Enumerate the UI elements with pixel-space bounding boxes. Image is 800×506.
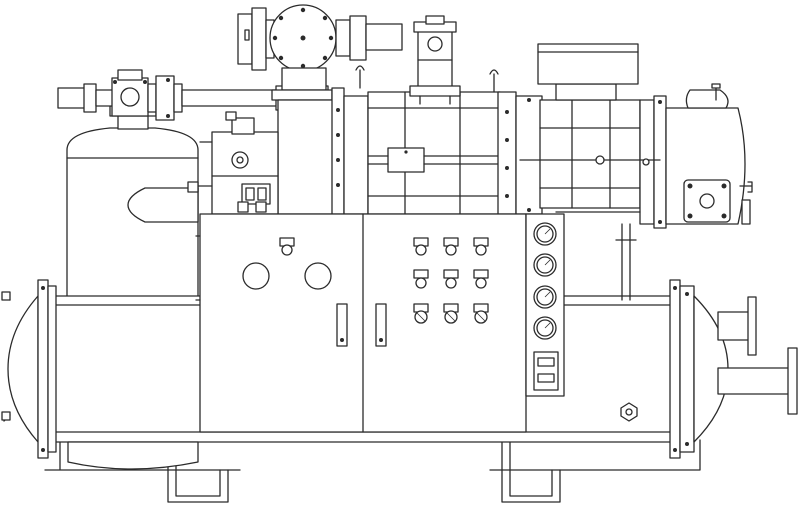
left-door-handle[interactable] [336,303,348,347]
selector-switch-row [413,303,489,324]
pressure-gauge [533,316,557,340]
push-button[interactable] [443,269,459,289]
push-button[interactable] [443,237,459,256]
selector-switch[interactable] [443,303,459,324]
discharge-valve [155,75,175,121]
oil-separator-tank [66,105,199,301]
lower-water-nozzle [717,367,791,395]
compressor-unit [277,65,543,215]
push-button[interactable] [473,269,489,289]
compressor-suction-housing [277,99,335,215]
capacity-control-valve [409,15,461,105]
suction-filter [237,4,403,101]
selector-switch[interactable] [473,303,489,324]
drain-plug [620,402,638,422]
pressure-gauge [533,253,557,277]
right-flange [669,279,681,459]
control-cabinet [199,213,565,433]
check-valve [111,77,149,117]
indicator-light [279,237,295,256]
pressure-gauges [533,222,557,340]
motor-junction-plate [683,179,731,223]
pressure-gauge [533,285,557,309]
pressure-gauge [533,222,557,246]
push-button[interactable] [413,237,429,256]
left-vessel-head [7,295,39,443]
left-flange [37,279,49,459]
selector-switch[interactable] [413,303,429,324]
motor [519,43,753,229]
push-button-grid [413,237,489,289]
terminal-box [537,43,639,85]
push-button[interactable] [473,237,489,256]
right-sight-window [304,262,332,290]
upper-water-nozzle [717,311,751,341]
right-door-handle[interactable] [375,303,387,347]
digital-display [533,351,559,391]
left-sight-window [242,262,270,290]
oil-filter-assembly [187,111,279,215]
push-button[interactable] [413,269,429,289]
